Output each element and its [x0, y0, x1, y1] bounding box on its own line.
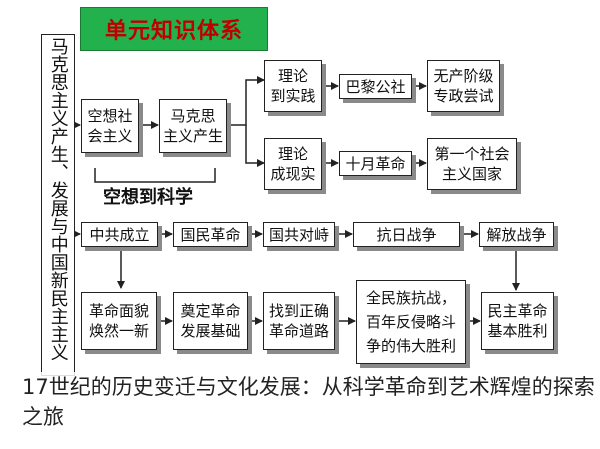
node-ccp-founding: 中共成立 [81, 222, 158, 247]
caption-text: 17世纪的历史变迁与文化发展：从科学革命到艺术辉煌的探索之旅 [22, 372, 597, 432]
node-paris-commune: 巴黎公社 [339, 74, 412, 99]
connector [227, 76, 265, 126]
node-correct-path: 找到正确 革命道路 [263, 292, 335, 350]
node-theory-to-reality: 理论 成现实 [264, 138, 322, 190]
side-label-box: 马克思主义产生、发展与中国新民主主义 [41, 34, 75, 376]
node-democratic-revolution-victory: 民主革命 基本胜利 [481, 292, 554, 350]
node-first-socialist-state: 第一个社会 主义国家 [427, 138, 517, 190]
utopia-to-science-label: 空想到科学 [103, 187, 193, 208]
node-liberation-war: 解放战争 [479, 222, 554, 247]
node-laid-foundation: 奠定革命 发展基础 [173, 292, 248, 350]
node-utopian-socialism: 空想社 会主义 [81, 99, 139, 153]
connector [94, 168, 216, 183]
connector [245, 125, 265, 167]
node-anti-japanese-war: 抗日战争 [353, 222, 460, 247]
side-label: 马克思主义产生、发展与中国新民主主义 [47, 37, 69, 361]
node-kmt-ccp-confrontation: 国共对峙 [263, 222, 335, 247]
node-proletarian-attempt: 无产阶级 专政尝试 [427, 60, 500, 112]
node-national-resistance-victory: 全民族抗战， 百年反侵略斗 争的伟大胜利 [356, 280, 466, 364]
diagram-title: 单元知识体系 [80, 7, 268, 51]
node-october-revolution: 十月革命 [339, 151, 412, 176]
node-national-revolution: 国民革命 [173, 222, 248, 247]
node-marxism-emergence: 马克思 主义产生 [159, 99, 227, 153]
node-new-revolutionary-look: 革命面貌 焕然一新 [81, 292, 157, 350]
node-theory-to-practice: 理论 到实践 [264, 60, 322, 112]
